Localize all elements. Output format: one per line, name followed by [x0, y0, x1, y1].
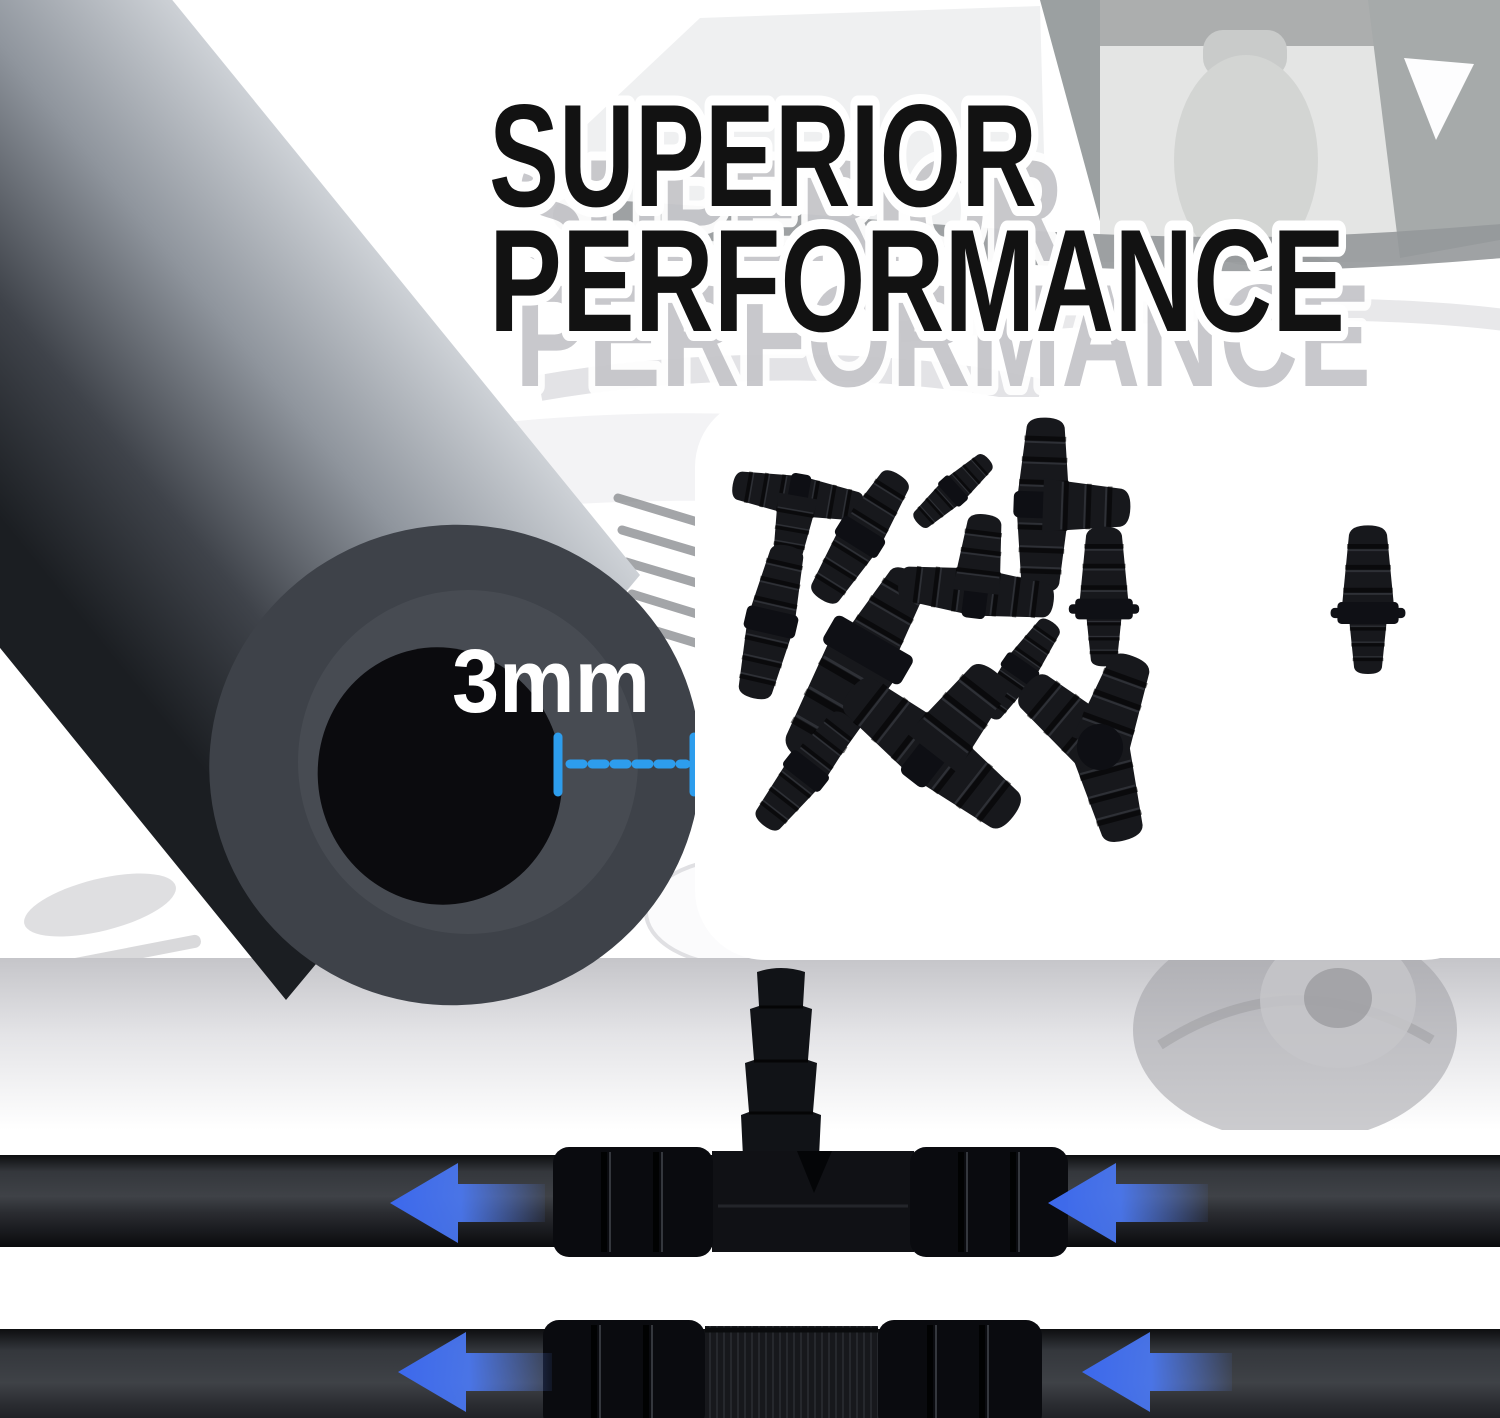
flow-arrow-left-icon [398, 1332, 552, 1412]
car-door-crease [898, 298, 1500, 343]
measurement-label: 3mm [452, 632, 650, 732]
hose-row-tee [0, 968, 1500, 1257]
flow-arrow-left-icon [1048, 1163, 1208, 1243]
measurement-line [553, 732, 699, 797]
car-beltline [553, 198, 1500, 272]
coupler-center-knurl [705, 1326, 878, 1418]
flow-arrow-left-icon [1082, 1332, 1232, 1412]
rubber-tube-cross-section [0, 0, 701, 1006]
connector-panel [695, 397, 1494, 960]
title-block: SUPERIOR PERFORMANCE SUPERIOR PERFORMANC… [479, 64, 1380, 426]
car-wheel [1133, 958, 1457, 1130]
tee-notch [797, 1151, 832, 1193]
tube-bore [317, 647, 563, 905]
title-line2: PERFORMANCE [489, 199, 1345, 362]
title-line1-ghost: SUPERIOR [515, 129, 1063, 292]
bore-measurement: 3mm [452, 632, 699, 797]
title-line1: SUPERIOR [489, 74, 1037, 237]
barb-collar-left [543, 1320, 705, 1418]
flow-arrow-left-icon [390, 1163, 545, 1243]
hose-row-coupler [0, 1320, 1500, 1418]
title-line2-ghost: PERFORMANCE [515, 254, 1371, 417]
tee-barb-ridges [749, 1005, 813, 1115]
barb-collar-right [878, 1320, 1042, 1418]
car-hood-crease [537, 354, 1043, 405]
barb-collar-left [553, 1147, 713, 1257]
car-bumper-detail [24, 873, 176, 937]
car-front-window [560, 6, 1046, 250]
car-quarter-glass [1404, 58, 1474, 140]
car-seat [1174, 55, 1318, 265]
barb-collar-right [910, 1147, 1068, 1257]
